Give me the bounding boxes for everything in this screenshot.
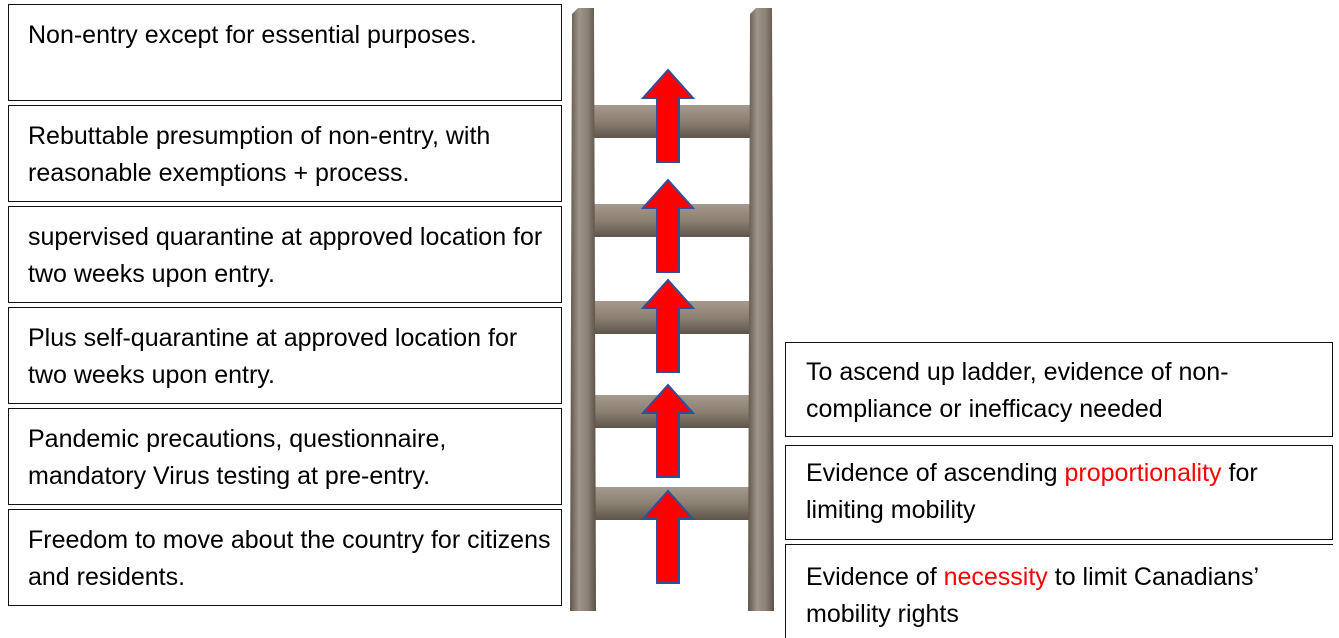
- measure-step-supervised-quarantine: supervised quarantine at approved locati…: [8, 206, 562, 303]
- up-arrow-icon: [640, 68, 696, 163]
- necessity-keyword: necessity: [943, 563, 1048, 591]
- evidence-ascend-box: To ascend up ladder, evidence of non-com…: [785, 342, 1333, 437]
- evidence-column: To ascend up ladder, evidence of non-com…: [785, 342, 1339, 638]
- measure-step-text: Freedom to move about the country for ci…: [28, 526, 551, 591]
- ladder-rails: [570, 8, 774, 611]
- ladder-rail-left: [570, 8, 596, 611]
- up-arrow-icon: [640, 489, 696, 584]
- ladder-illustration: [568, 8, 774, 611]
- evidence-proportionality-box: Evidence of ascending proportionality fo…: [785, 445, 1333, 540]
- measure-step-text: Rebuttable presumption of non-entry, wit…: [28, 122, 491, 187]
- proportionality-keyword: proportionality: [1064, 459, 1222, 487]
- measure-step-text: Pandemic precautions, questionnaire, man…: [28, 425, 447, 490]
- measure-step-freedom-to-move: Freedom to move about the country for ci…: [8, 509, 562, 606]
- ladder-rail-right: [748, 8, 774, 611]
- up-arrow-icon: [640, 278, 696, 373]
- measure-step-text: Non-entry except for essential purposes.: [28, 21, 477, 49]
- measure-step-pandemic-precautions: Pandemic precautions, questionnaire, man…: [8, 408, 562, 505]
- up-arrow-icon: [640, 383, 696, 478]
- measure-step-text: supervised quarantine at approved locati…: [28, 223, 543, 288]
- measures-column: Non-entry except for essential purposes.…: [8, 4, 562, 606]
- evidence-necessity-box: Evidence of necessity to limit Canadians…: [785, 544, 1333, 638]
- measure-step-non-entry: Non-entry except for essential purposes.: [8, 4, 562, 101]
- measure-step-rebuttable-presumption: Rebuttable presumption of non-entry, wit…: [8, 105, 562, 202]
- evidence-ascend-text: To ascend up ladder, evidence of non-com…: [806, 358, 1229, 423]
- evidence-necessity-suffix: to limit Canadians’ mobility rights: [806, 563, 1259, 628]
- measure-step-text: Plus self-quarantine at approved locatio…: [28, 324, 518, 389]
- evidence-proportionality-suffix: for limiting mobility: [806, 459, 1258, 524]
- ladder-svg: [570, 8, 774, 611]
- measure-step-self-quarantine: Plus self-quarantine at approved locatio…: [8, 307, 562, 404]
- evidence-proportionality-prefix: Evidence of ascending: [806, 459, 1065, 487]
- up-arrow-icon: [640, 178, 696, 273]
- evidence-necessity-prefix: Evidence of: [806, 563, 944, 591]
